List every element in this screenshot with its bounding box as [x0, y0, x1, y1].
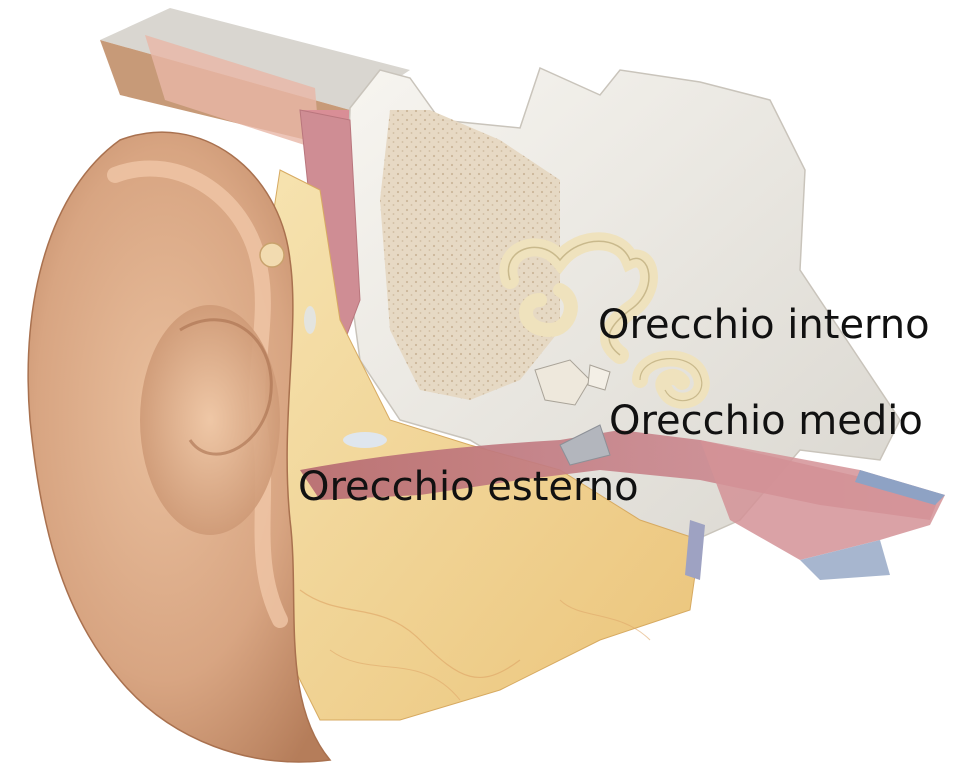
outer-ear-label: Orecchio esterno [298, 467, 639, 507]
inner-ear-label: Orecchio interno [598, 305, 930, 345]
middle-ear-label: Orecchio medio [609, 401, 923, 441]
